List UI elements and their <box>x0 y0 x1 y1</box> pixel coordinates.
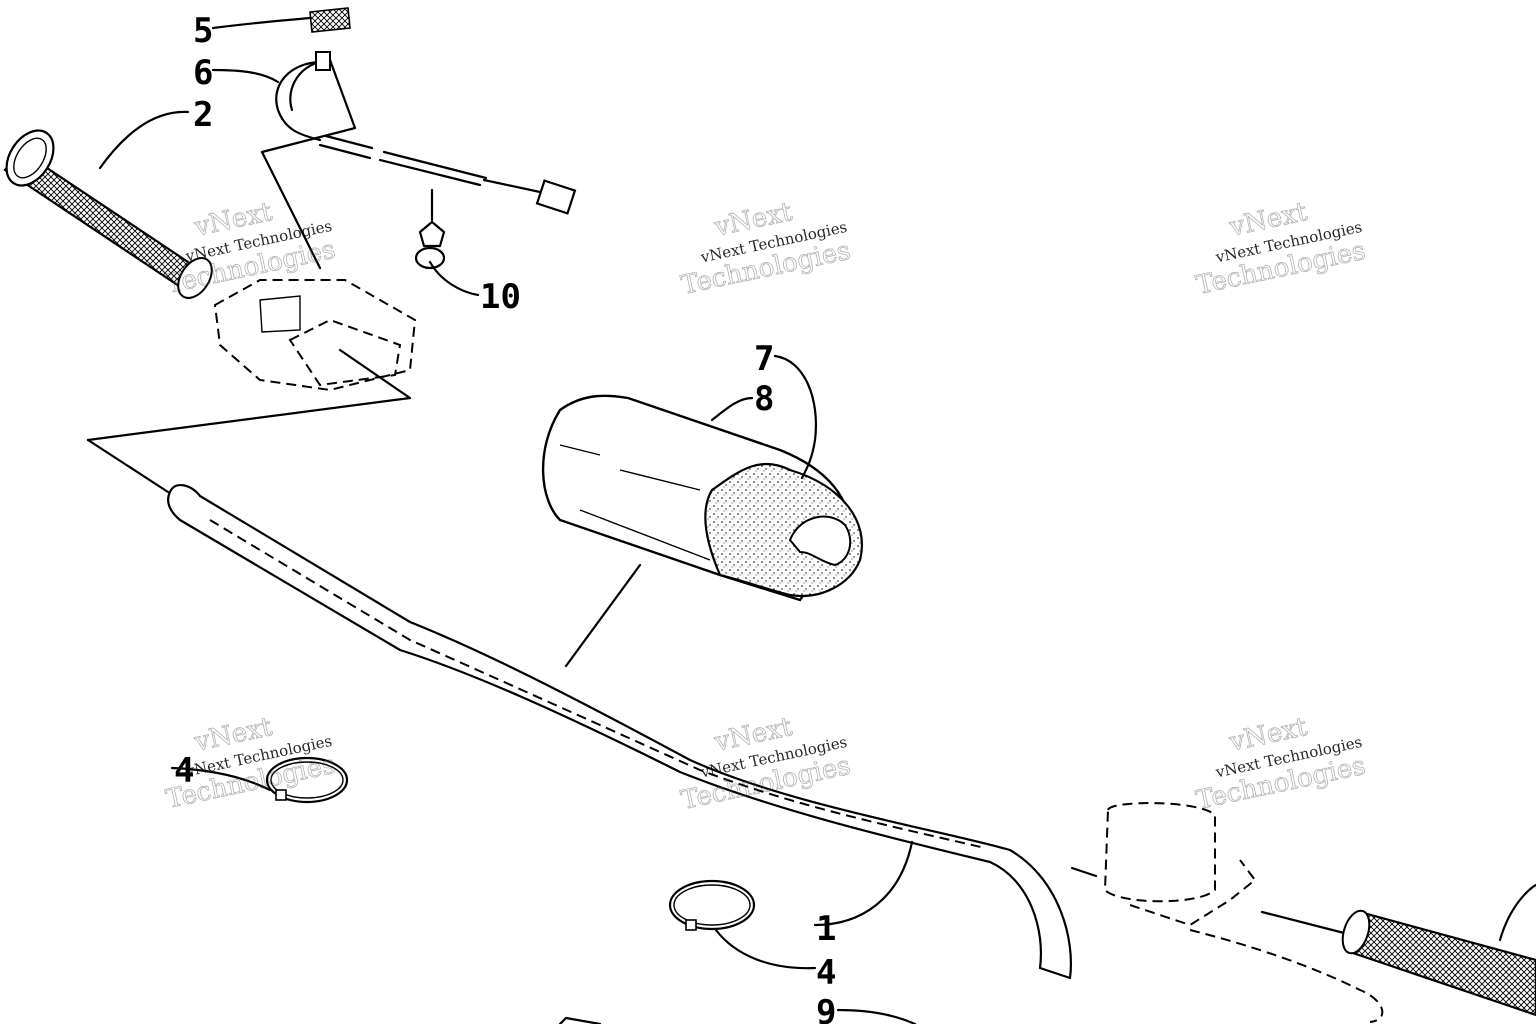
callout-4-left: 4 <box>174 751 194 791</box>
watermark-bottom-right: vNext vNext Technologies Technologies <box>1193 712 1368 817</box>
callout-4-right: 4 <box>816 953 836 993</box>
leader-6 <box>211 68 280 84</box>
leader-5 <box>211 16 312 30</box>
callout-2: 2 <box>193 95 213 135</box>
callout-7: 7 <box>754 339 774 379</box>
brake-master-cylinder <box>1070 802 1384 1023</box>
watermark-top-right: vNext vNext Technologies Technologies <box>1193 197 1368 302</box>
watermark-top-left: vNext vNext Technologies Technologies <box>163 197 338 301</box>
leader-2 <box>98 110 190 170</box>
watermark-bottom-center: vNext vNext Technologies Technologies <box>678 712 853 817</box>
callout-8: 8 <box>754 379 774 419</box>
clamp-right <box>668 879 756 931</box>
callout-9: 9 <box>816 993 836 1024</box>
handlebar-tube <box>167 483 1072 980</box>
leader-8 <box>710 396 754 422</box>
handlebar-pad-cover <box>541 394 863 668</box>
heater-pad <box>309 7 351 33</box>
leader-7 <box>773 354 817 480</box>
callout-1: 1 <box>816 909 836 949</box>
callout-6: 6 <box>193 53 213 93</box>
switch-housing <box>86 279 417 494</box>
callout-5: 5 <box>193 11 213 51</box>
watermark-top-center: vNext vNext Technologies Technologies <box>678 197 853 302</box>
leader-4b <box>714 928 817 970</box>
wire-clip <box>414 188 446 270</box>
leader-lines <box>98 16 917 1024</box>
clamp-left <box>265 756 349 804</box>
callout-10: 10 <box>480 277 521 317</box>
wire-harness <box>260 51 577 270</box>
leader-10 <box>428 260 480 297</box>
leader-1 <box>813 840 914 927</box>
leader-9 <box>836 1008 917 1024</box>
left-grip <box>3 129 213 299</box>
right-grip <box>558 883 1536 1024</box>
leader-4a <box>170 766 272 792</box>
